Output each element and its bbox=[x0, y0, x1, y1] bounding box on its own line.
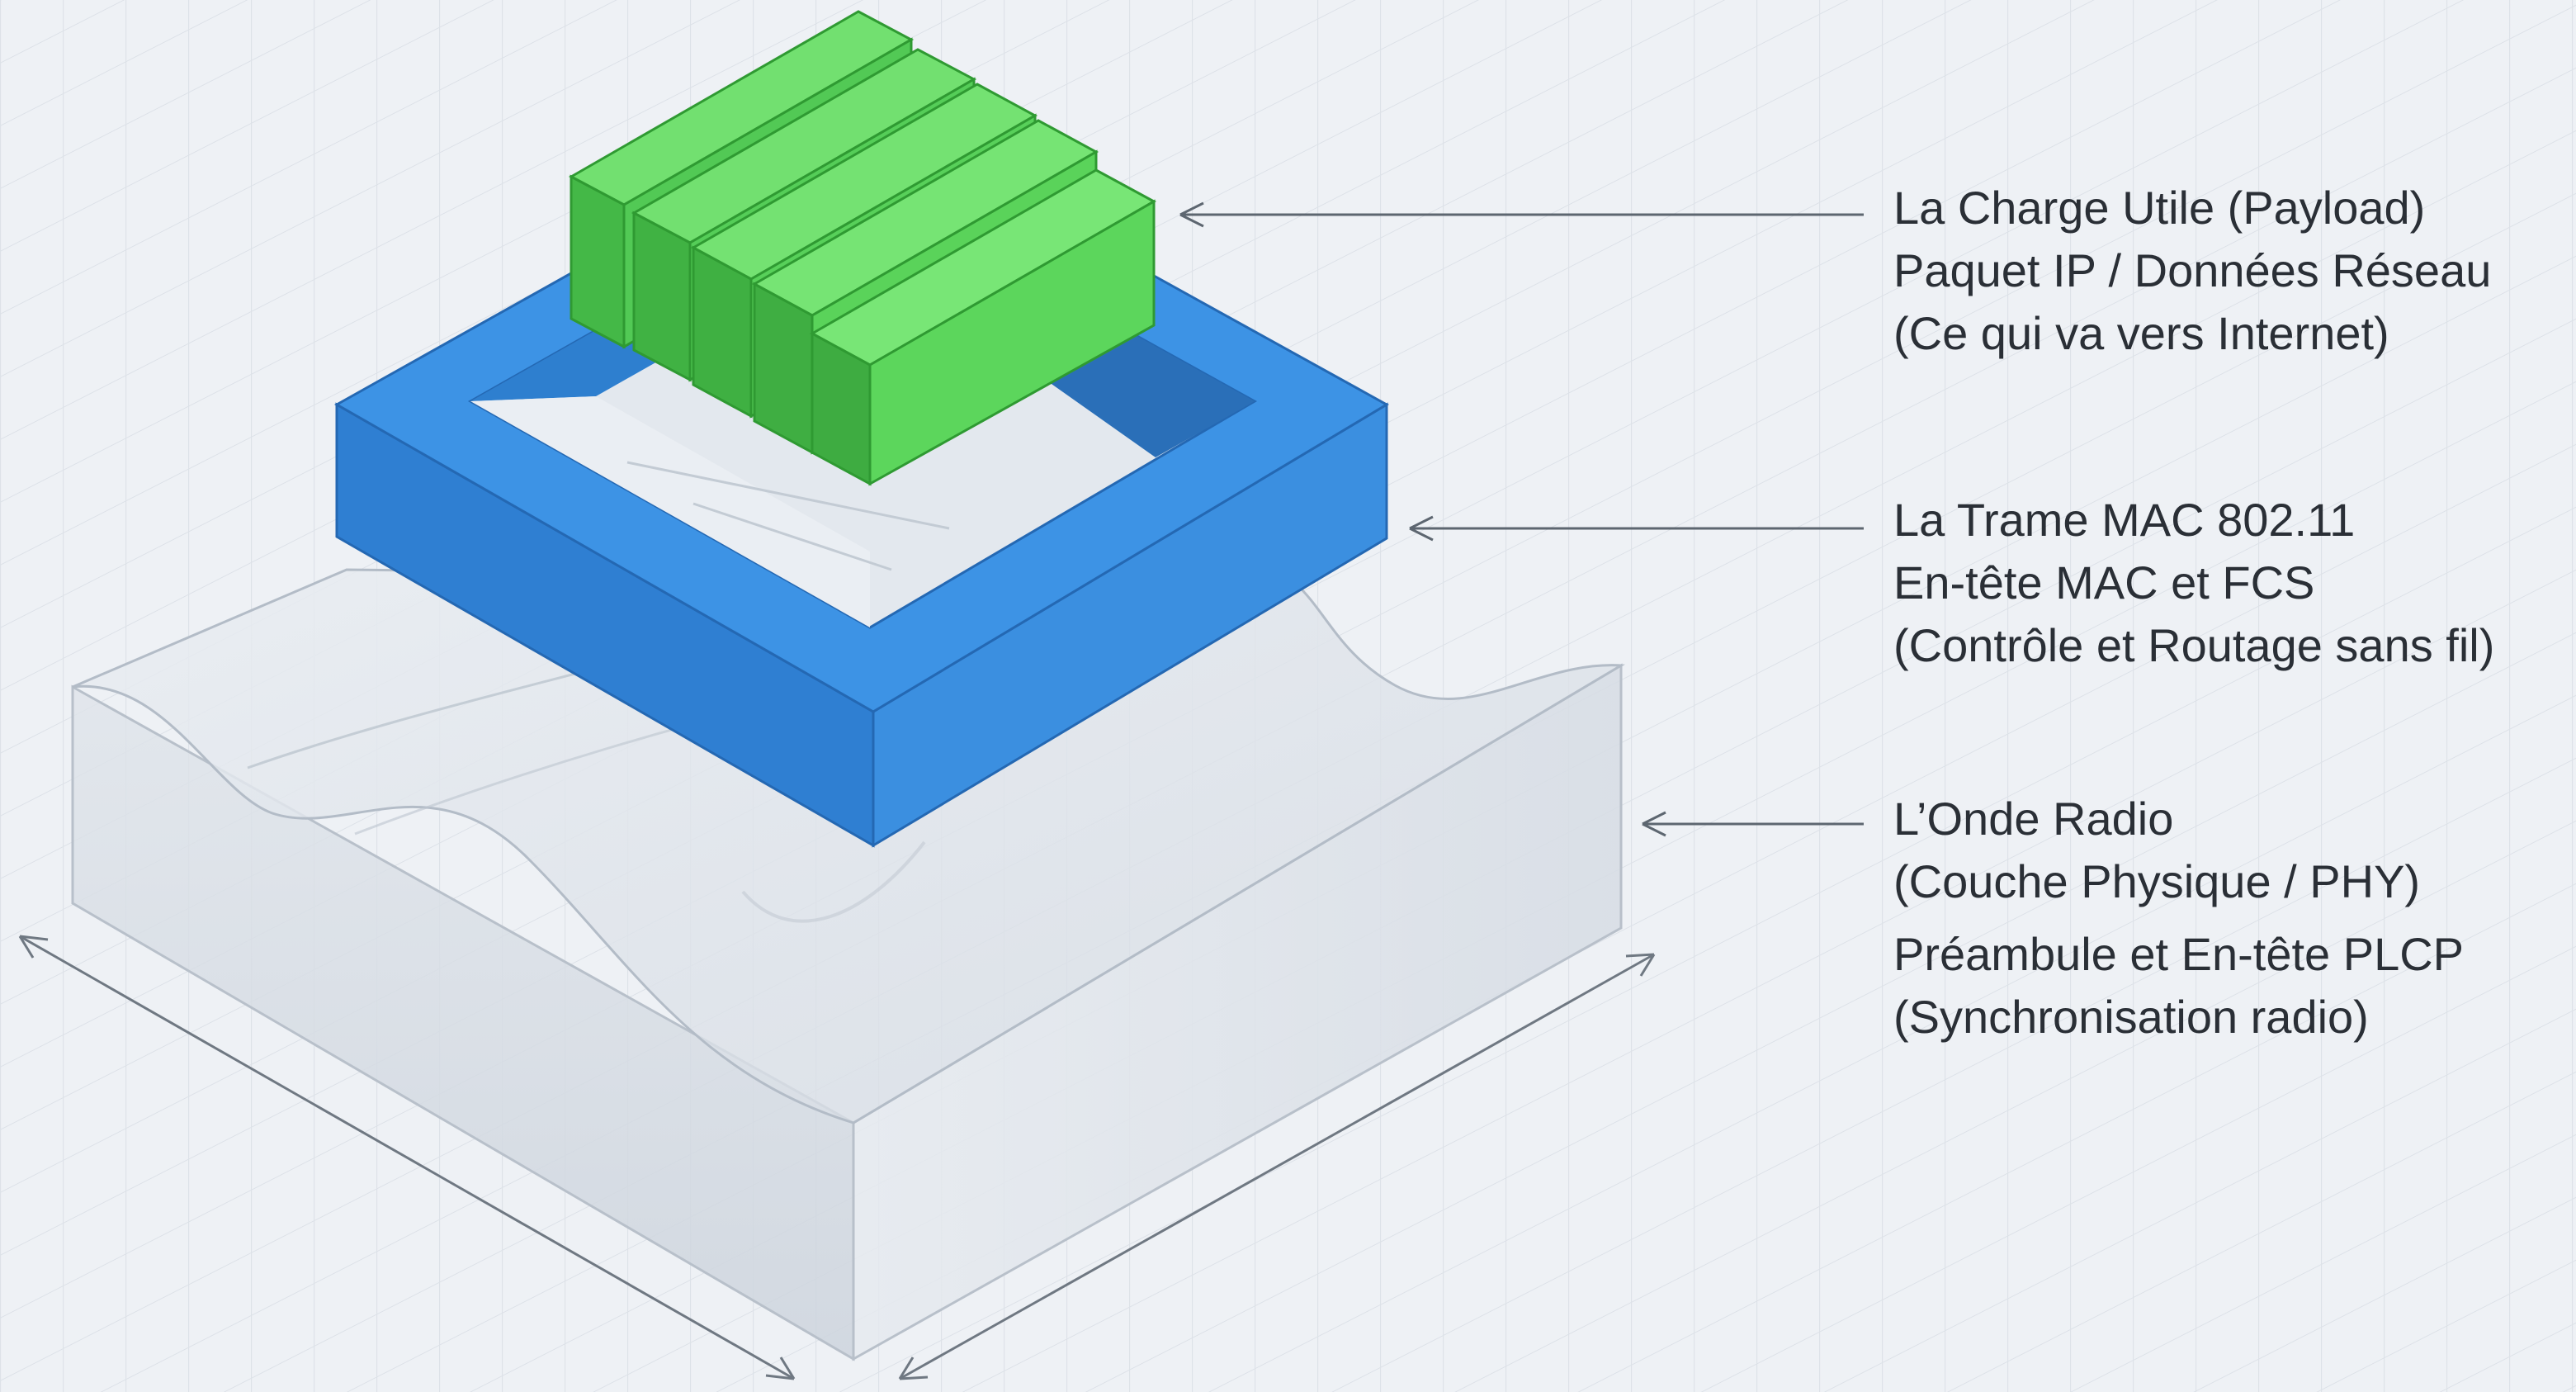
leader-arrow-mac bbox=[1409, 515, 1864, 542]
payload-note: (Ce qui va vers Internet) bbox=[1893, 307, 2389, 359]
mac-subtitle: En-tête MAC et FCS bbox=[1893, 556, 2315, 608]
phy-label: L’Onde Radio (Couche Physique / PHY) Pré… bbox=[1893, 788, 2464, 1049]
radio-wave-slab-icon bbox=[18, 560, 1656, 1380]
dimension-arrow-left bbox=[18, 935, 796, 1380]
phy-header: Préambule et En-tête PLCP bbox=[1893, 928, 2465, 980]
mac-title: La Trame MAC 802.11 bbox=[1893, 494, 2356, 546]
leader-arrow-payload bbox=[1179, 201, 1864, 228]
phy-subtitle: (Couche Physique / PHY) bbox=[1893, 855, 2421, 907]
dimension-arrow-right bbox=[898, 953, 1656, 1380]
mac-note: (Contrôle et Routage sans fil) bbox=[1893, 619, 2495, 671]
payload-title: La Charge Utile (Payload) bbox=[1893, 182, 2426, 234]
payload-blocks-icon bbox=[568, 10, 1157, 486]
mac-label: La Trame MAC 802.11 En-tête MAC et FCS (… bbox=[1893, 489, 2494, 677]
phy-title: L’Onde Radio bbox=[1893, 793, 2174, 845]
leader-arrow-phy bbox=[1642, 811, 1864, 837]
payload-subtitle: Paquet IP / Données Réseau bbox=[1893, 244, 2492, 296]
payload-label: La Charge Utile (Payload) Paquet IP / Do… bbox=[1893, 177, 2491, 365]
phy-note: (Synchronisation radio) bbox=[1893, 991, 2369, 1043]
payload-block-5 bbox=[809, 168, 1157, 486]
